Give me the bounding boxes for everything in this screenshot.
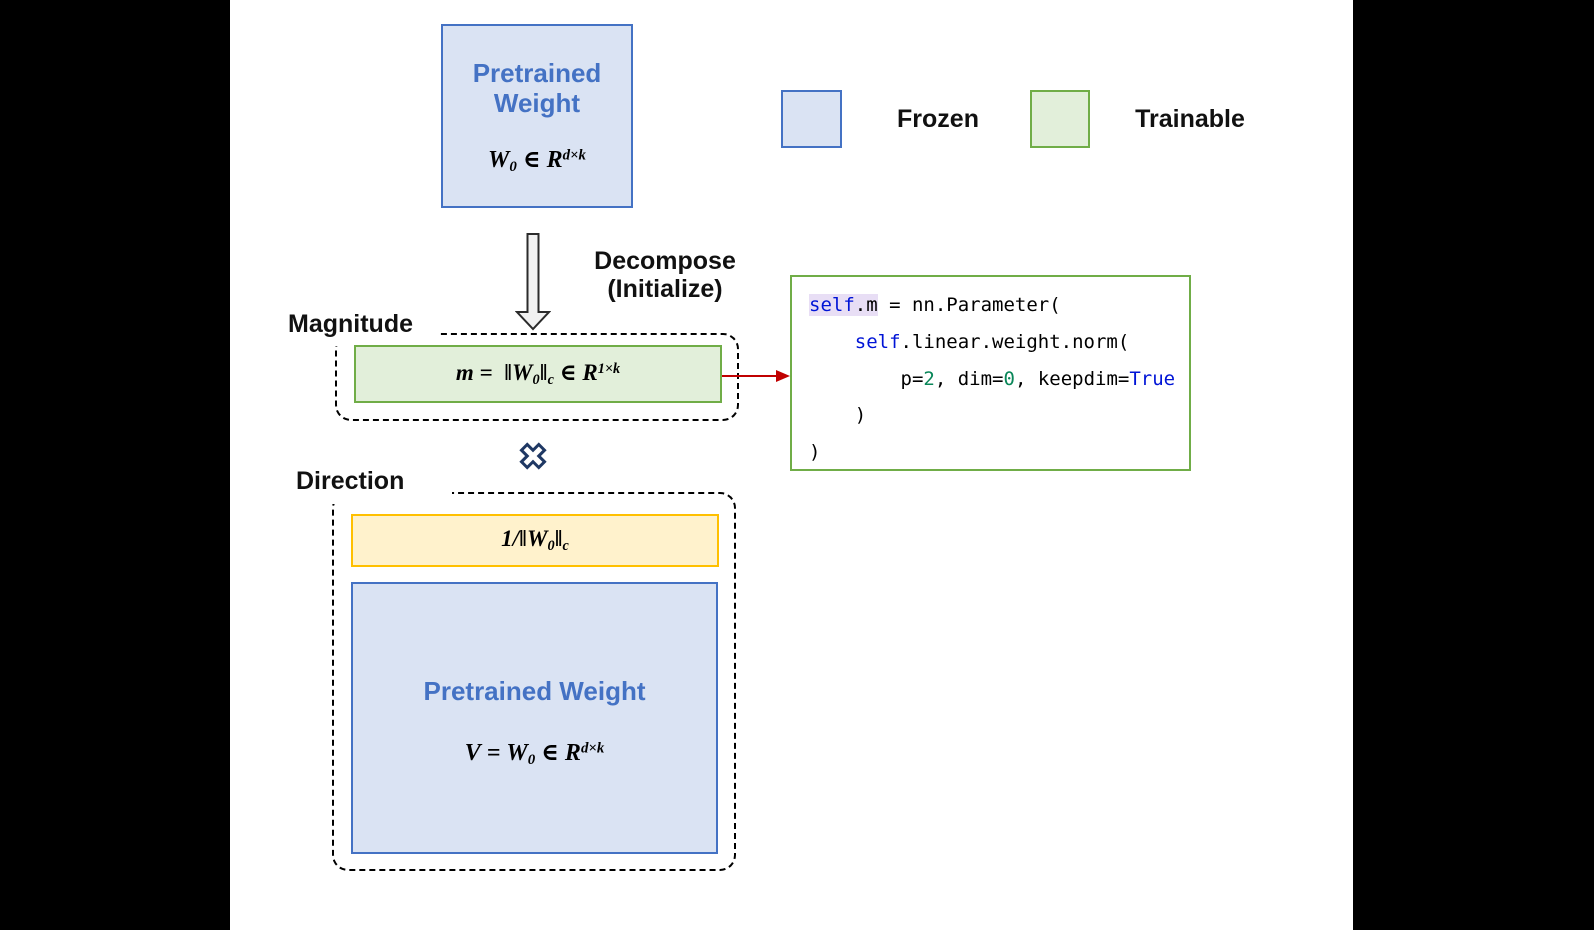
decompose-label-line2: (Initialize) [607,275,723,303]
code-line-4: ) [809,404,867,427]
direction-weight-formula: V = W0 ∈ Rd×k [464,740,605,769]
legend-frozen-swatch [781,90,842,148]
magnitude-label: Magnitude [280,302,438,346]
decompose-label-line1: Decompose [594,247,736,275]
legend-frozen-label: Frozen [897,104,979,133]
code-line-5: ) [809,441,821,464]
code-line-3: p=2, dim=0, keepdim=True [809,367,1176,390]
pretrained-weight-title-line2: Weight [493,88,581,118]
pretrained-weight-title-line1: Pretrained [472,58,602,88]
multiply-cross-icon [519,442,547,470]
decompose-down-arrow-icon [515,233,551,331]
legend-trainable-label: Trainable [1135,104,1245,133]
direction-label: Direction [286,458,452,504]
magnitude-box: m = ‖W0‖c ∈ R1×k [354,345,722,403]
code-block: self.m = nn.Parameter( self.linear.weigh… [792,277,1189,471]
code-box: self.m = nn.Parameter( self.linear.weigh… [790,275,1191,471]
slide-canvas: Pretrained Weight W0 ∈ Rd×k Frozen Train… [230,0,1353,930]
pretrained-weight-formula: W0 ∈ Rd×k [488,147,586,176]
direction-dashed-group [332,492,736,871]
pretrained-weight-title: Pretrained Weight [473,58,602,118]
direction-weight-title: Pretrained Weight [423,676,646,706]
decompose-label: Decompose (Initialize) [560,247,770,303]
direction-pretrained-weight-box: Pretrained Weight V = W0 ∈ Rd×k [351,582,718,854]
code-line-1: self.m = nn.Parameter( [809,294,1061,316]
magnitude-formula: m = ‖W0‖c ∈ R1×k [455,360,621,388]
legend-trainable-swatch [1030,90,1090,148]
pretrained-weight-box: Pretrained Weight W0 ∈ Rd×k [441,24,633,208]
magnitude-to-code-arrow-icon [722,370,790,382]
direction-scale-box: 1/‖W0‖c [351,514,719,567]
direction-scale-formula: 1/‖W0‖c [501,526,569,554]
code-line-2: self.linear.weight.norm( [854,330,1130,353]
